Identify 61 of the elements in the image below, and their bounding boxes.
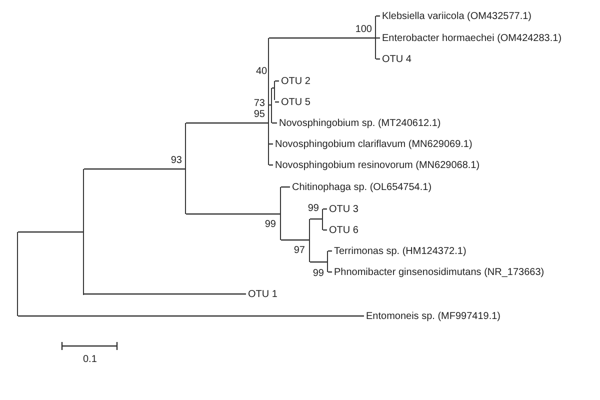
- taxon-label: OTU 6: [329, 224, 358, 236]
- branch-line: [376, 15, 380, 17]
- branch-line: [84, 293, 246, 295]
- bootstrap-value: 99: [264, 219, 276, 230]
- branch-line: [18, 231, 83, 233]
- taxon-label: OTU 3: [329, 202, 358, 216]
- branch-line: [275, 101, 279, 103]
- branch-line: [186, 122, 268, 124]
- bootstrap-value: 99: [312, 268, 324, 279]
- branch-point-line: [327, 251, 328, 272]
- bootstrap-value: 40: [256, 66, 268, 77]
- branch-line: [376, 58, 380, 60]
- bootstrap-value: 100: [355, 24, 372, 35]
- branch-point-line: [322, 209, 323, 230]
- branch-line: [328, 271, 332, 273]
- taxon-label: Novosphingobium sp. (MT240612.1): [279, 116, 441, 130]
- branch-point-line: [280, 187, 281, 240]
- bootstrap-value: 95: [254, 109, 265, 120]
- taxon-label: OTU 1: [248, 288, 278, 300]
- branch-line: [269, 104, 271, 106]
- branch-point-line: [375, 16, 376, 59]
- taxon-label: Entomoneis sp. (MF997419.1): [366, 310, 501, 322]
- branch-line: [18, 315, 364, 317]
- taxon-label: Terrimonas sp. (HM124372.1): [334, 244, 466, 258]
- branch-line: [310, 261, 327, 263]
- branch-line: [310, 218, 322, 220]
- taxon-label: OTU 4: [382, 52, 412, 66]
- taxon-label: Phnomibacter ginsenosidimutans (NR_173663): [334, 266, 544, 278]
- branch-line: [186, 213, 280, 215]
- branch-point-line: [83, 169, 84, 295]
- branch-line: [328, 250, 332, 252]
- bootstrap-value: 93: [170, 155, 182, 166]
- branch-line: [323, 208, 327, 210]
- branch-line: [272, 87, 274, 89]
- branch-point-line: [271, 88, 272, 123]
- branch-line: [84, 168, 185, 170]
- taxon-label: Novosphingobium clariflavum (MN629069.1): [275, 138, 472, 150]
- branch-line: [281, 239, 309, 241]
- branch-line: [323, 229, 327, 231]
- branch-point-line: [268, 38, 269, 165]
- bootstrap-value: 73: [254, 98, 265, 109]
- branch-line: [376, 37, 380, 39]
- branch-point-line: [309, 219, 310, 262]
- taxon-label: Enterobacter hormaechei (OM424283.1): [382, 32, 562, 44]
- branch-point-line: [185, 123, 186, 214]
- branch-point-line: [274, 81, 275, 100]
- branch-line: [281, 186, 290, 188]
- taxon-label: Chitinophaga sp. (OL654754.1): [292, 180, 432, 194]
- branch-line: [272, 122, 277, 124]
- branch-line: [269, 37, 375, 39]
- taxon-label: Klebsiella variicola (OM432577.1): [382, 10, 532, 22]
- branch-line: [269, 164, 273, 166]
- bootstrap-value: 99: [308, 203, 319, 214]
- branch-line: [275, 80, 279, 82]
- scale-label: 0.1: [83, 354, 97, 365]
- branch-line: [269, 143, 273, 145]
- taxon-label: OTU 2: [281, 74, 310, 88]
- bootstrap-value: 97: [294, 245, 305, 256]
- branch-point-line: [17, 232, 18, 316]
- taxon-label: OTU 5: [281, 96, 310, 108]
- taxon-label: Novosphingobium resinovorum (MN629068.1): [275, 158, 480, 172]
